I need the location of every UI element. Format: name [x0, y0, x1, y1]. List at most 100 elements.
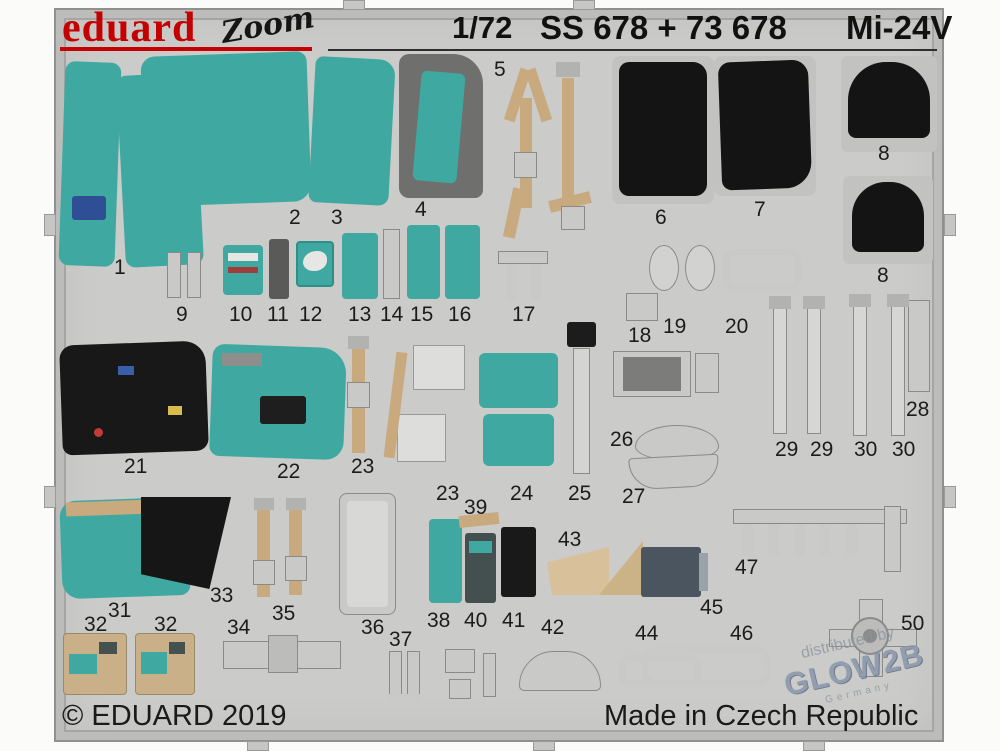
fret-part-shape: [483, 414, 554, 466]
fret-part-shape: [254, 498, 274, 510]
part-number-18: 18: [628, 324, 652, 347]
part-number-9: 9: [176, 303, 188, 326]
fret-part-shape: [773, 298, 787, 434]
fret-part-shape: [849, 294, 871, 307]
fret-part-shape: [228, 267, 258, 273]
fret-part-shape: [407, 651, 420, 699]
part-number-31: 31: [108, 599, 132, 622]
fret-part-shape: [383, 229, 400, 299]
fret-part-shape: [253, 560, 275, 585]
fret-part-shape: [308, 56, 396, 206]
part-number-14: 14: [380, 303, 404, 326]
fret-part-shape: [222, 353, 262, 366]
fret-part-shape: [94, 428, 103, 437]
fret-part-shape: [260, 396, 306, 424]
fret-part-shape: [141, 652, 167, 674]
eduard-logo: eduard: [62, 5, 197, 51]
fret-part-shape: [567, 322, 596, 347]
part-number-35: 35: [272, 602, 296, 625]
part-number-6: 6: [655, 206, 667, 229]
fret-part-shape: [69, 654, 97, 674]
fret-part-shape: [296, 241, 334, 287]
fret-part-shape: [429, 519, 462, 603]
fret-part-shape: [285, 556, 307, 581]
fret-part-shape: [820, 524, 831, 556]
fret-part-shape: [389, 694, 420, 703]
fret-part-shape: [469, 541, 492, 553]
fret-part-shape: [65, 499, 153, 517]
fret-part-shape: [561, 206, 585, 230]
fret-part-shape: [685, 245, 715, 291]
part-number-47: 47: [735, 556, 759, 579]
fret-part-shape: [848, 62, 930, 138]
fret-part-shape: [140, 51, 312, 207]
part-number-39: 39: [464, 496, 488, 519]
fret-part-shape: [479, 353, 558, 408]
part-number-22: 22: [277, 460, 301, 483]
fret-part-shape: [483, 653, 496, 697]
fret-part-shape: [397, 414, 446, 462]
part-number-20: 20: [725, 315, 749, 338]
fret-part-shape: [573, 348, 590, 474]
part-number-50: 50: [901, 612, 925, 635]
fret-part-shape: [498, 251, 548, 264]
part-number-26: 26: [610, 428, 634, 451]
part-number-28: 28: [906, 398, 930, 421]
fret-part-shape: [556, 62, 580, 77]
part-number-34: 34: [227, 616, 251, 639]
part-number-5: 5: [494, 58, 506, 81]
fret-part-shape: [768, 524, 779, 556]
fret-part-shape: [141, 497, 231, 589]
part-number-16: 16: [448, 303, 472, 326]
eduard-logo-underline: [60, 47, 312, 51]
fret-part-shape: [619, 62, 707, 196]
part-number-38: 38: [427, 609, 451, 632]
part-number-8: 8: [877, 264, 889, 287]
part-number-12: 12: [299, 303, 323, 326]
part-number-43: 43: [558, 528, 582, 551]
fret-part-shape: [807, 298, 821, 434]
fret-part-shape: [389, 651, 402, 699]
part-number-30: 30: [854, 438, 878, 461]
fret-part-shape: [623, 357, 681, 391]
subject-label: Mi-24V: [846, 9, 953, 46]
part-number-23: 23: [436, 482, 460, 505]
part-number-13: 13: [348, 303, 372, 326]
fret-part-shape: [723, 249, 801, 291]
part-number-33: 33: [210, 584, 234, 607]
fret-part-shape: [118, 366, 134, 375]
part-number-2: 2: [289, 206, 301, 229]
header-divider-line: [328, 49, 937, 51]
fret-part-shape: [501, 527, 536, 597]
fret-part-shape: [742, 524, 753, 556]
fret-tab: [44, 486, 56, 508]
part-number-19: 19: [663, 315, 687, 338]
fret-tab: [573, 0, 595, 10]
part-number-11: 11: [267, 303, 289, 326]
part-number-32: 32: [84, 613, 108, 636]
fret-part-shape: [347, 501, 388, 607]
fret-part-shape: [413, 345, 465, 390]
fret-part-shape: [168, 406, 182, 415]
part-number-41: 41: [502, 609, 526, 632]
fret-part-shape: [733, 509, 907, 524]
fret-part-shape: [407, 225, 440, 299]
fret-part-shape: [514, 152, 537, 178]
fret-part-shape: [641, 547, 701, 597]
part-number-29: 29: [810, 438, 834, 461]
part-number-45: 45: [700, 596, 724, 619]
fret-part-shape: [699, 553, 708, 591]
fret-part-shape: [519, 651, 601, 691]
fret-part-shape: [908, 300, 930, 392]
fret-part-shape: [506, 264, 516, 300]
fret-part-shape: [99, 642, 117, 654]
fret-part-shape: [887, 294, 909, 307]
part-number-37: 37: [389, 628, 413, 651]
fret-part-shape: [59, 340, 209, 456]
part-number-21: 21: [124, 455, 148, 478]
part-number-46: 46: [730, 622, 754, 645]
fret-part-shape: [562, 78, 574, 204]
fret-tab: [803, 741, 825, 751]
